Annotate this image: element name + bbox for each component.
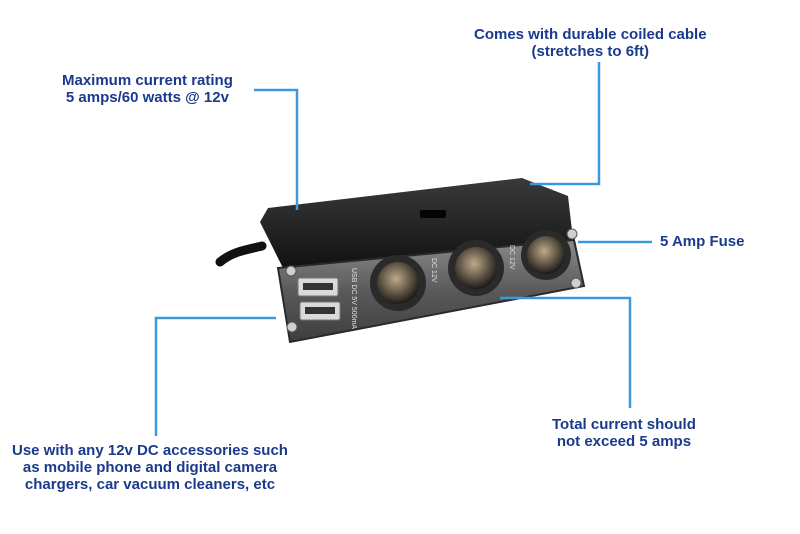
socket-1 [370,255,426,311]
socket-marking-1: DC 12V [430,258,437,283]
usb-ports [297,277,341,321]
callout-line: Use with any 12v DC accessories such [12,442,288,459]
socket-3 [521,230,571,280]
screw [566,228,578,240]
leader-lines [154,62,652,436]
callout-coiled-cable: Comes with durable coiled cable (stretch… [474,26,707,60]
usb-marking: USB DC 5V 500mA [350,268,357,329]
leader-coiled-cable [530,62,601,186]
coiled-cable [215,241,267,267]
callout-line: 5 Amp Fuse [660,233,745,250]
screw [285,265,297,277]
callout-line: Total current should [552,416,696,433]
callout-usage: Use with any 12v DC accessories such as … [12,442,288,493]
socket-marking-2: DC 12V [508,245,515,270]
callout-line: (stretches to 6ft) [531,43,650,60]
callout-line: Comes with durable coiled cable [474,26,707,43]
screw [570,277,582,289]
callout-line: 5 amps/60 watts @ 12v [65,89,229,106]
device-top-slot [420,210,446,218]
callout-line: chargers, car vacuum cleaners, etc [24,476,276,493]
leader-total-current [500,296,632,408]
leader-usage [154,316,276,436]
leader-current-rating [254,88,299,210]
callout-total-current: Total current should not exceed 5 amps [552,416,696,450]
socket-2 [448,240,504,296]
callout-line: Maximum current rating [62,72,233,89]
screw [286,321,298,333]
callout-current-rating: Maximum current rating 5 amps/60 watts @… [62,72,233,106]
callout-line: not exceed 5 amps [556,433,692,450]
callout-fuse: 5 Amp Fuse [660,233,744,250]
callout-line: as mobile phone and digital camera [22,459,278,476]
